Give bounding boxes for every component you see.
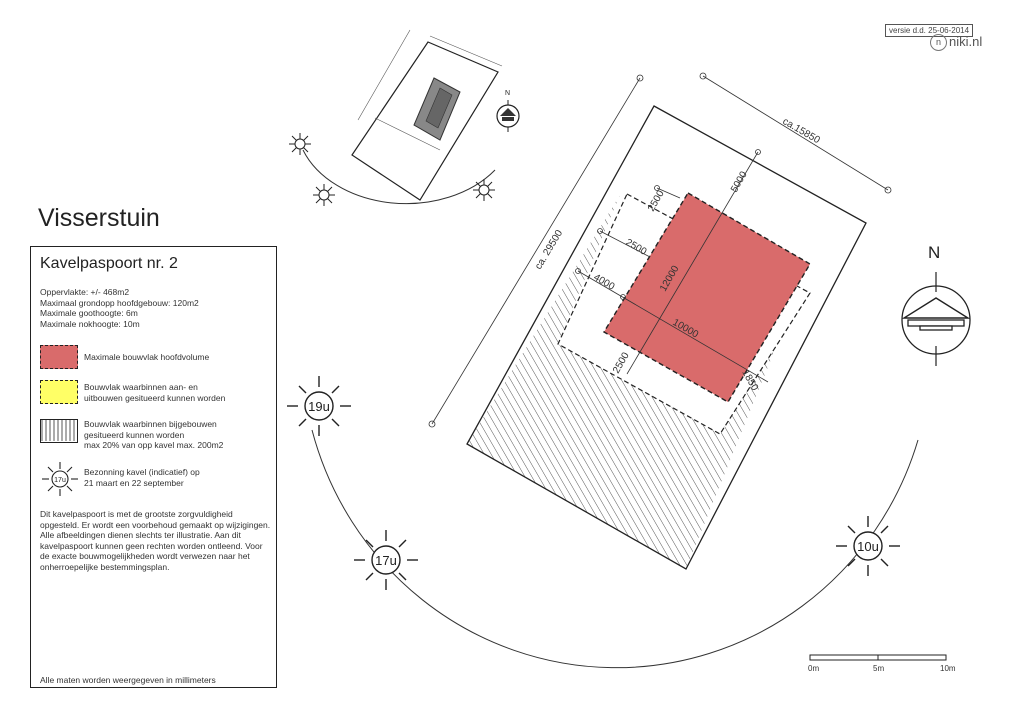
small-north-arrow [496,100,520,132]
legend-label: gesitueerd kunnen worden [84,429,185,440]
logo-mark-icon: n [930,34,947,52]
small-sun-icon [289,133,311,155]
sun-19u-icon: 19u [287,376,351,436]
sun-10u-icon: 10u [836,516,900,576]
hatch-swatch-icon [41,420,76,441]
fact-ground-area: Maximaal grondopp hoofdgebouw: 120m2 [40,297,199,308]
scale-label-10: 10m [940,664,956,673]
legend-label: 21 maart en 22 september [84,477,184,488]
dim-rear-setback: 5000 [729,169,750,194]
fact-area: Oppervlakte: +/- 468m2 [40,287,130,297]
sun-17u-icon: 17u [354,530,418,590]
disclaimer-text: Dit kavelpaspoort is met de grootste zor… [40,509,271,572]
legend-label: Bouwvlak waarbinnen aan- en [84,382,198,392]
fact-gutter-height: Maximale goothoogte: 6m [40,308,138,318]
units-note: Alle maten worden weergegeven in millime… [40,675,216,685]
scale-bar [809,654,947,661]
fact-ridge-height: Maximale nokhoogte: 10m [40,318,140,329]
north-arrow [901,272,971,366]
building-volume [603,192,811,403]
logo-text: niki.nl [949,34,983,49]
facts-list: Oppervlakte: +/- 468m2 Maximaal grondopp… [40,287,199,329]
dim-width: ca.15850 [781,116,823,146]
scale-label-0: 0m [808,664,820,673]
legend-swatch-building [40,345,78,369]
page-title: Visserstuin [38,204,160,232]
legend-label: max 20% van opp kavel max. 200m2 [84,440,224,450]
legend-sun-icon: 17u [42,462,78,496]
dim-length: ca. 29500 [533,228,565,272]
scale-label-5: 5m [873,664,885,673]
location-map [351,29,503,201]
legend-label: Bezonning kavel (indicatief) op [84,467,200,477]
small-sun-icon [313,184,335,206]
small-north-label: N [505,90,511,97]
version-label: versie d.d. 25-06-2014 [885,24,974,37]
legend-swatch-extension [40,380,78,404]
dimension-lines [428,72,892,428]
legend-sun-label: 17u [54,477,66,484]
legend-label: Bouwvlak waarbinnen bijgebouwen [84,419,217,429]
legend-swatch-outbuilding [40,419,78,443]
legend-label: uitbouwen gesitueerd kunnen worden [84,392,226,403]
north-label: N [928,243,941,262]
lot-outline [466,105,867,570]
info-panel: Kavelpaspoort nr. 2 Oppervlakte: +/- 468… [30,246,277,688]
legend-label: Maximale bouwvlak hoofdvolume [84,352,210,362]
sun-orbit-arc-small [302,149,496,205]
sun-label-10u: 10u [857,539,879,554]
sun-label-17u: 17u [375,553,397,568]
dim-front-setback: 2500 [646,188,667,213]
small-sun-icon [473,179,495,201]
panel-title: Kavelpaspoort nr. 2 [40,255,178,272]
sun-label-19u: 19u [308,399,330,414]
